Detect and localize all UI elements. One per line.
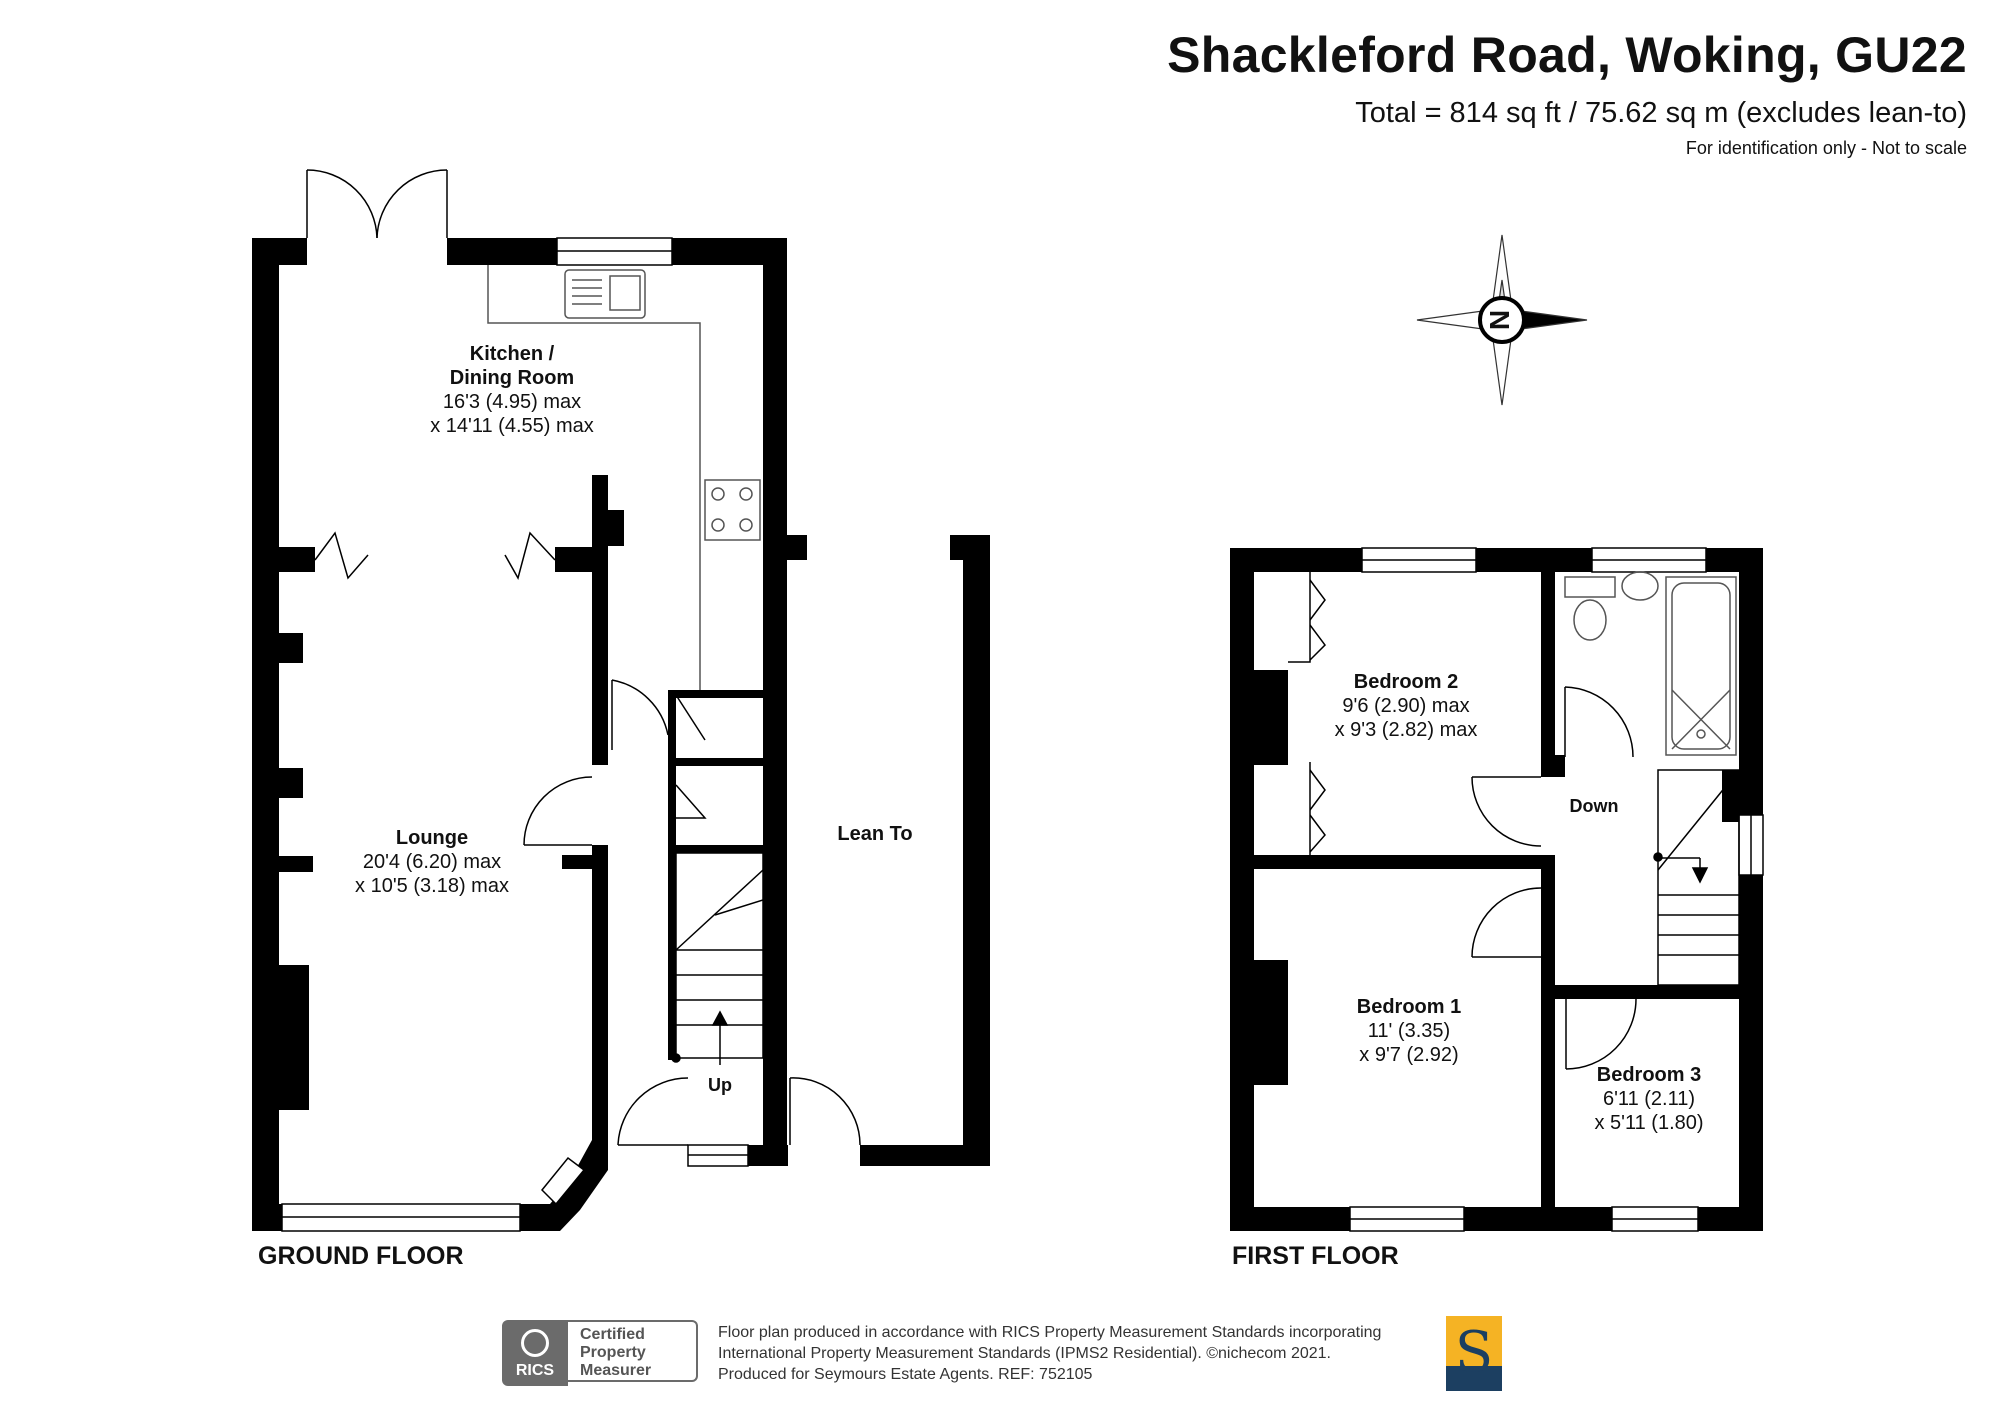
rics-cert-line: Certified <box>580 1326 645 1343</box>
seymours-logo: S <box>1446 1316 1502 1391</box>
room-dimension: 6'11 (2.11) <box>1602 1088 1696 1110</box>
first-floor-windows <box>1349 547 1764 1232</box>
room-name: Bedroom 3 <box>1596 1064 1702 1086</box>
rics-certified-badge: RICS Certified Property Measurer <box>502 1320 702 1386</box>
room-kitchen: Kitchen / Dining Room 16'3 (4.95) max x … <box>430 342 594 438</box>
footer-line: Produced for Seymours Estate Agents. REF… <box>718 1366 1093 1383</box>
room-name: Lean To <box>837 823 913 845</box>
room-bedroom-1: Bedroom 1 11' (3.35) x 9'7 (2.92) <box>1357 995 1461 1067</box>
bathroom-fittings <box>1564 571 1737 756</box>
room-dimension: x 10'5 (3.18) max <box>355 875 509 897</box>
room-dimension: x 9'7 (2.92) <box>1359 1044 1459 1066</box>
ground-floor-label: GROUND FLOOR <box>258 1242 464 1270</box>
room-dimension: x 9'3 (2.82) max <box>1334 719 1478 741</box>
room-bedroom-2: Bedroom 2 9'6 (2.90) max x 9'3 (2.82) ma… <box>1335 670 1478 742</box>
rics-crest-icon <box>521 1329 549 1357</box>
room-name: Kitchen / <box>469 343 555 365</box>
room-lean-to: Lean To <box>837 822 912 846</box>
compass-rose <box>1416 234 1588 406</box>
footer-line: International Property Measurement Stand… <box>718 1345 1331 1362</box>
room-dimension: 11' (3.35) <box>1367 1020 1451 1042</box>
brand-logo-navy <box>1446 1366 1502 1391</box>
disclaimer: For identification only - Not to scale <box>1685 138 1967 158</box>
stairs-down-label: Down <box>1569 796 1619 816</box>
total-area: Total = 814 sq ft / 75.62 sq m (excludes… <box>1355 97 1967 129</box>
rics-cert-line: Measurer <box>580 1362 652 1379</box>
footer-line: Floor plan produced in accordance with R… <box>718 1324 1382 1341</box>
ground-floor-windows <box>281 237 749 1232</box>
first-floor-walls <box>1230 548 1763 1231</box>
room-lounge: Lounge 20'4 (6.20) max x 10'5 (3.18) max <box>355 826 509 898</box>
ground-floor-stairs <box>671 852 764 1065</box>
room-dimension: 16'3 (4.95) max <box>442 391 582 413</box>
ground-floor-walls <box>252 238 990 1231</box>
property-title: Shackleford Road, Woking, GU22 <box>1167 27 1967 83</box>
room-name: Bedroom 2 <box>1353 671 1459 693</box>
compass-north-label: N <box>1484 309 1516 331</box>
brand-logo-gold <box>1446 1316 1502 1366</box>
room-name: Bedroom 1 <box>1356 996 1462 1018</box>
room-dimension: x 14'11 (4.55) max <box>430 415 594 437</box>
room-name: Lounge <box>395 827 469 849</box>
first-floor-stairs <box>1653 769 1740 986</box>
first-floor-label: FIRST FLOOR <box>1232 1242 1399 1270</box>
first-floor-doors <box>1288 572 1637 1070</box>
room-bedroom-3: Bedroom 3 6'11 (2.11) x 5'11 (1.80) <box>1594 1063 1703 1135</box>
room-dimension: 20'4 (6.20) max <box>362 851 502 873</box>
ground-floor-doors <box>306 169 861 1146</box>
room-dimension: 9'6 (2.90) max <box>1342 695 1470 717</box>
footer-notes: Floor plan produced in accordance with R… <box>718 1322 1381 1385</box>
rics-certified-text: Certified Property Measurer <box>568 1320 698 1382</box>
room-dimension: x 5'11 (1.80) <box>1594 1112 1704 1134</box>
rics-cert-line: Property <box>580 1344 646 1361</box>
kitchen-fittings <box>487 265 761 690</box>
room-name: Dining Room <box>449 367 575 389</box>
rics-logo-text: RICS <box>515 1362 555 1379</box>
stairs-up-label: Up <box>708 1075 732 1095</box>
brand-logo-letter: S <box>1454 1320 1494 1385</box>
rics-logo: RICS <box>502 1320 568 1386</box>
